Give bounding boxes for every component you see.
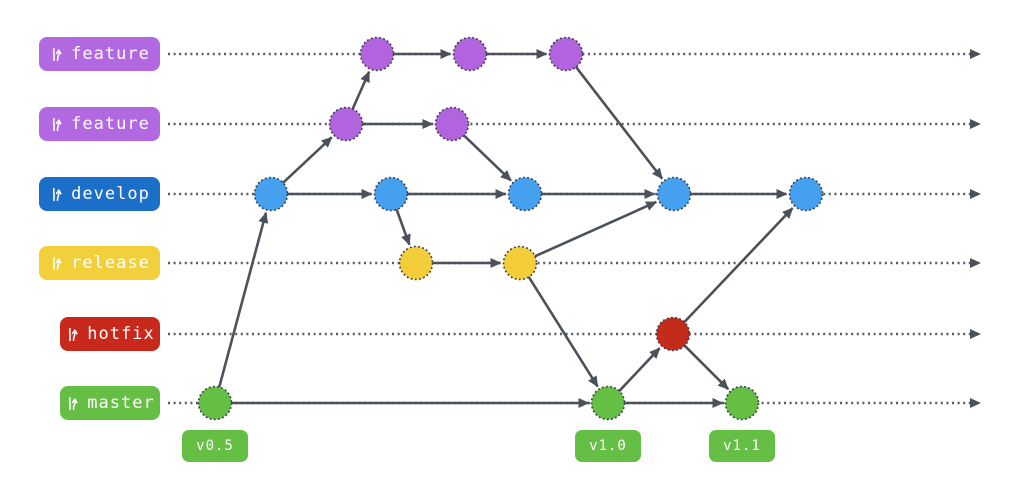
branch-label-text: master — [87, 393, 155, 413]
branch-label-release: release — [39, 246, 160, 280]
branch-label-master: master — [60, 386, 160, 420]
version-tag-text: v1.0 — [589, 438, 627, 454]
git-branch-icon — [53, 47, 62, 61]
branch-label-text: hotfix — [87, 324, 155, 344]
branch-label-text: feature — [71, 114, 150, 134]
commit-node-h1 — [655, 316, 691, 352]
git-branch-icon — [69, 327, 78, 341]
commit-node-f2a — [328, 106, 364, 142]
edge-h1-m3 — [681, 342, 730, 391]
commit-node-d5 — [788, 176, 824, 212]
branch-label-hotfix: hotfix — [60, 317, 160, 351]
edge-r2-d4 — [531, 200, 658, 259]
branch-label-feature-2: feature — [39, 107, 160, 141]
edge-f2a-f1a — [350, 70, 371, 113]
commit-node-d2 — [373, 176, 409, 212]
edge-f1c-d4 — [573, 63, 664, 180]
version-tag-v1-1: v1.1 — [709, 430, 775, 462]
commit-node-f1b — [452, 36, 488, 72]
commit-node-r2 — [502, 245, 538, 281]
edge-m1-d1 — [217, 211, 269, 391]
version-tag-text: v0.5 — [196, 438, 234, 454]
branch-label-develop: develop — [39, 177, 160, 211]
git-branch-icon — [69, 396, 78, 410]
branch-label-text: develop — [71, 184, 150, 204]
commit-node-m3 — [724, 385, 760, 421]
edge-d1-f2a — [279, 136, 333, 186]
version-tag-v1-0: v1.0 — [575, 430, 641, 462]
branch-label-text: release — [71, 253, 150, 273]
commit-node-f2b — [434, 106, 470, 142]
commit-node-d1 — [253, 176, 289, 212]
version-tag-v0-5: v0.5 — [182, 430, 248, 462]
commit-node-d4 — [656, 176, 692, 212]
commit-node-r1 — [398, 245, 434, 281]
git-branch-icon — [53, 117, 62, 131]
git-branch-icon — [53, 187, 62, 201]
branch-label-feature-1: feature — [39, 37, 160, 71]
edge-m2-h1 — [616, 347, 661, 395]
git-branch-icon — [53, 256, 62, 270]
commit-node-m2 — [590, 385, 626, 421]
edge-d2-r1 — [394, 206, 411, 246]
edge-f2b-d3 — [460, 132, 512, 182]
commit-node-d3 — [507, 176, 543, 212]
edge-h1-d5 — [681, 207, 794, 326]
commit-node-f1c — [548, 36, 584, 72]
edge-r2-m2 — [526, 273, 599, 388]
commit-node-f1a — [359, 36, 395, 72]
commit-node-m1 — [197, 385, 233, 421]
version-tag-text: v1.1 — [723, 438, 761, 454]
branch-label-text: feature — [71, 44, 150, 64]
